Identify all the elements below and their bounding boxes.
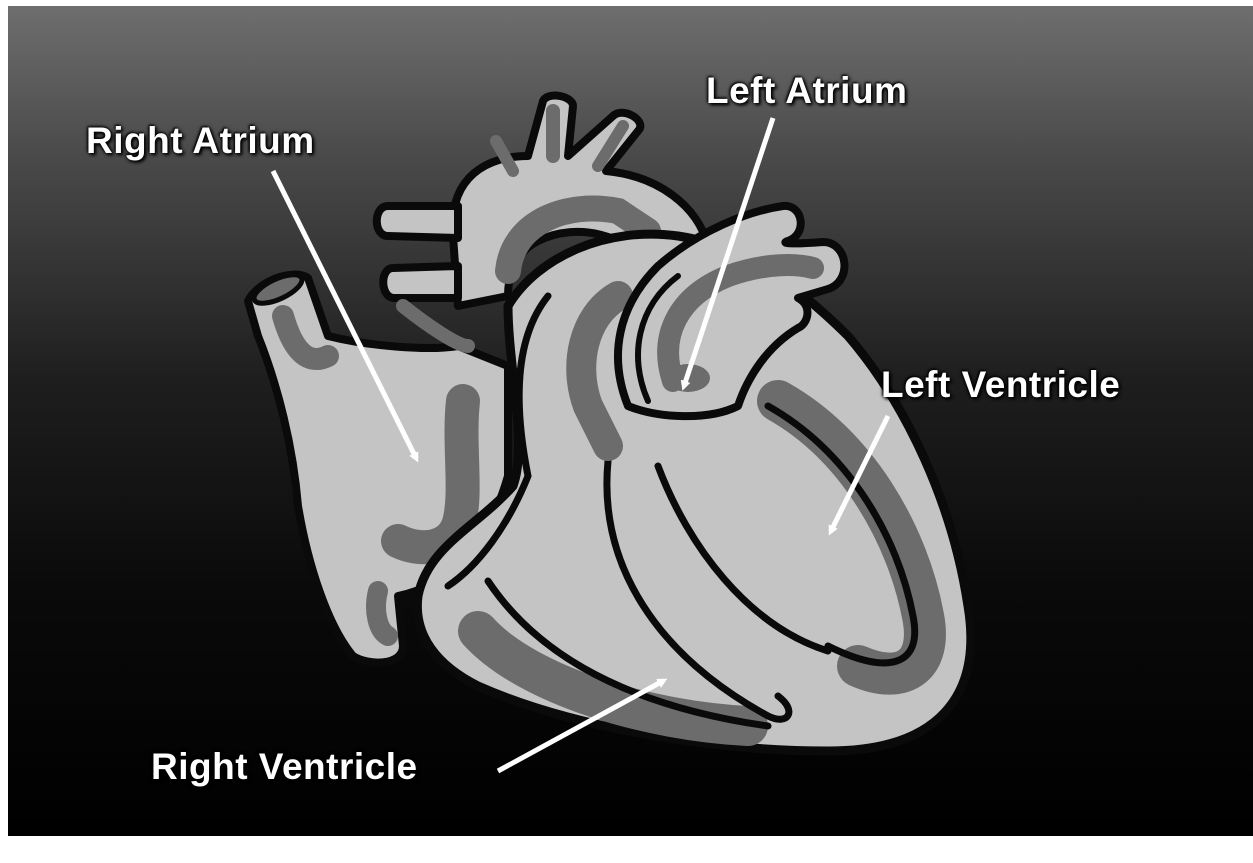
label-right-atrium: Right Atrium <box>86 120 315 162</box>
diagram-frame: Right Atrium Left Atrium Left Ventricle … <box>8 6 1253 836</box>
pulmonary-branch-left <box>377 206 458 298</box>
label-left-ventricle: Left Ventricle <box>881 364 1120 406</box>
label-right-ventricle: Right Ventricle <box>151 746 418 788</box>
label-left-atrium: Left Atrium <box>706 70 907 112</box>
